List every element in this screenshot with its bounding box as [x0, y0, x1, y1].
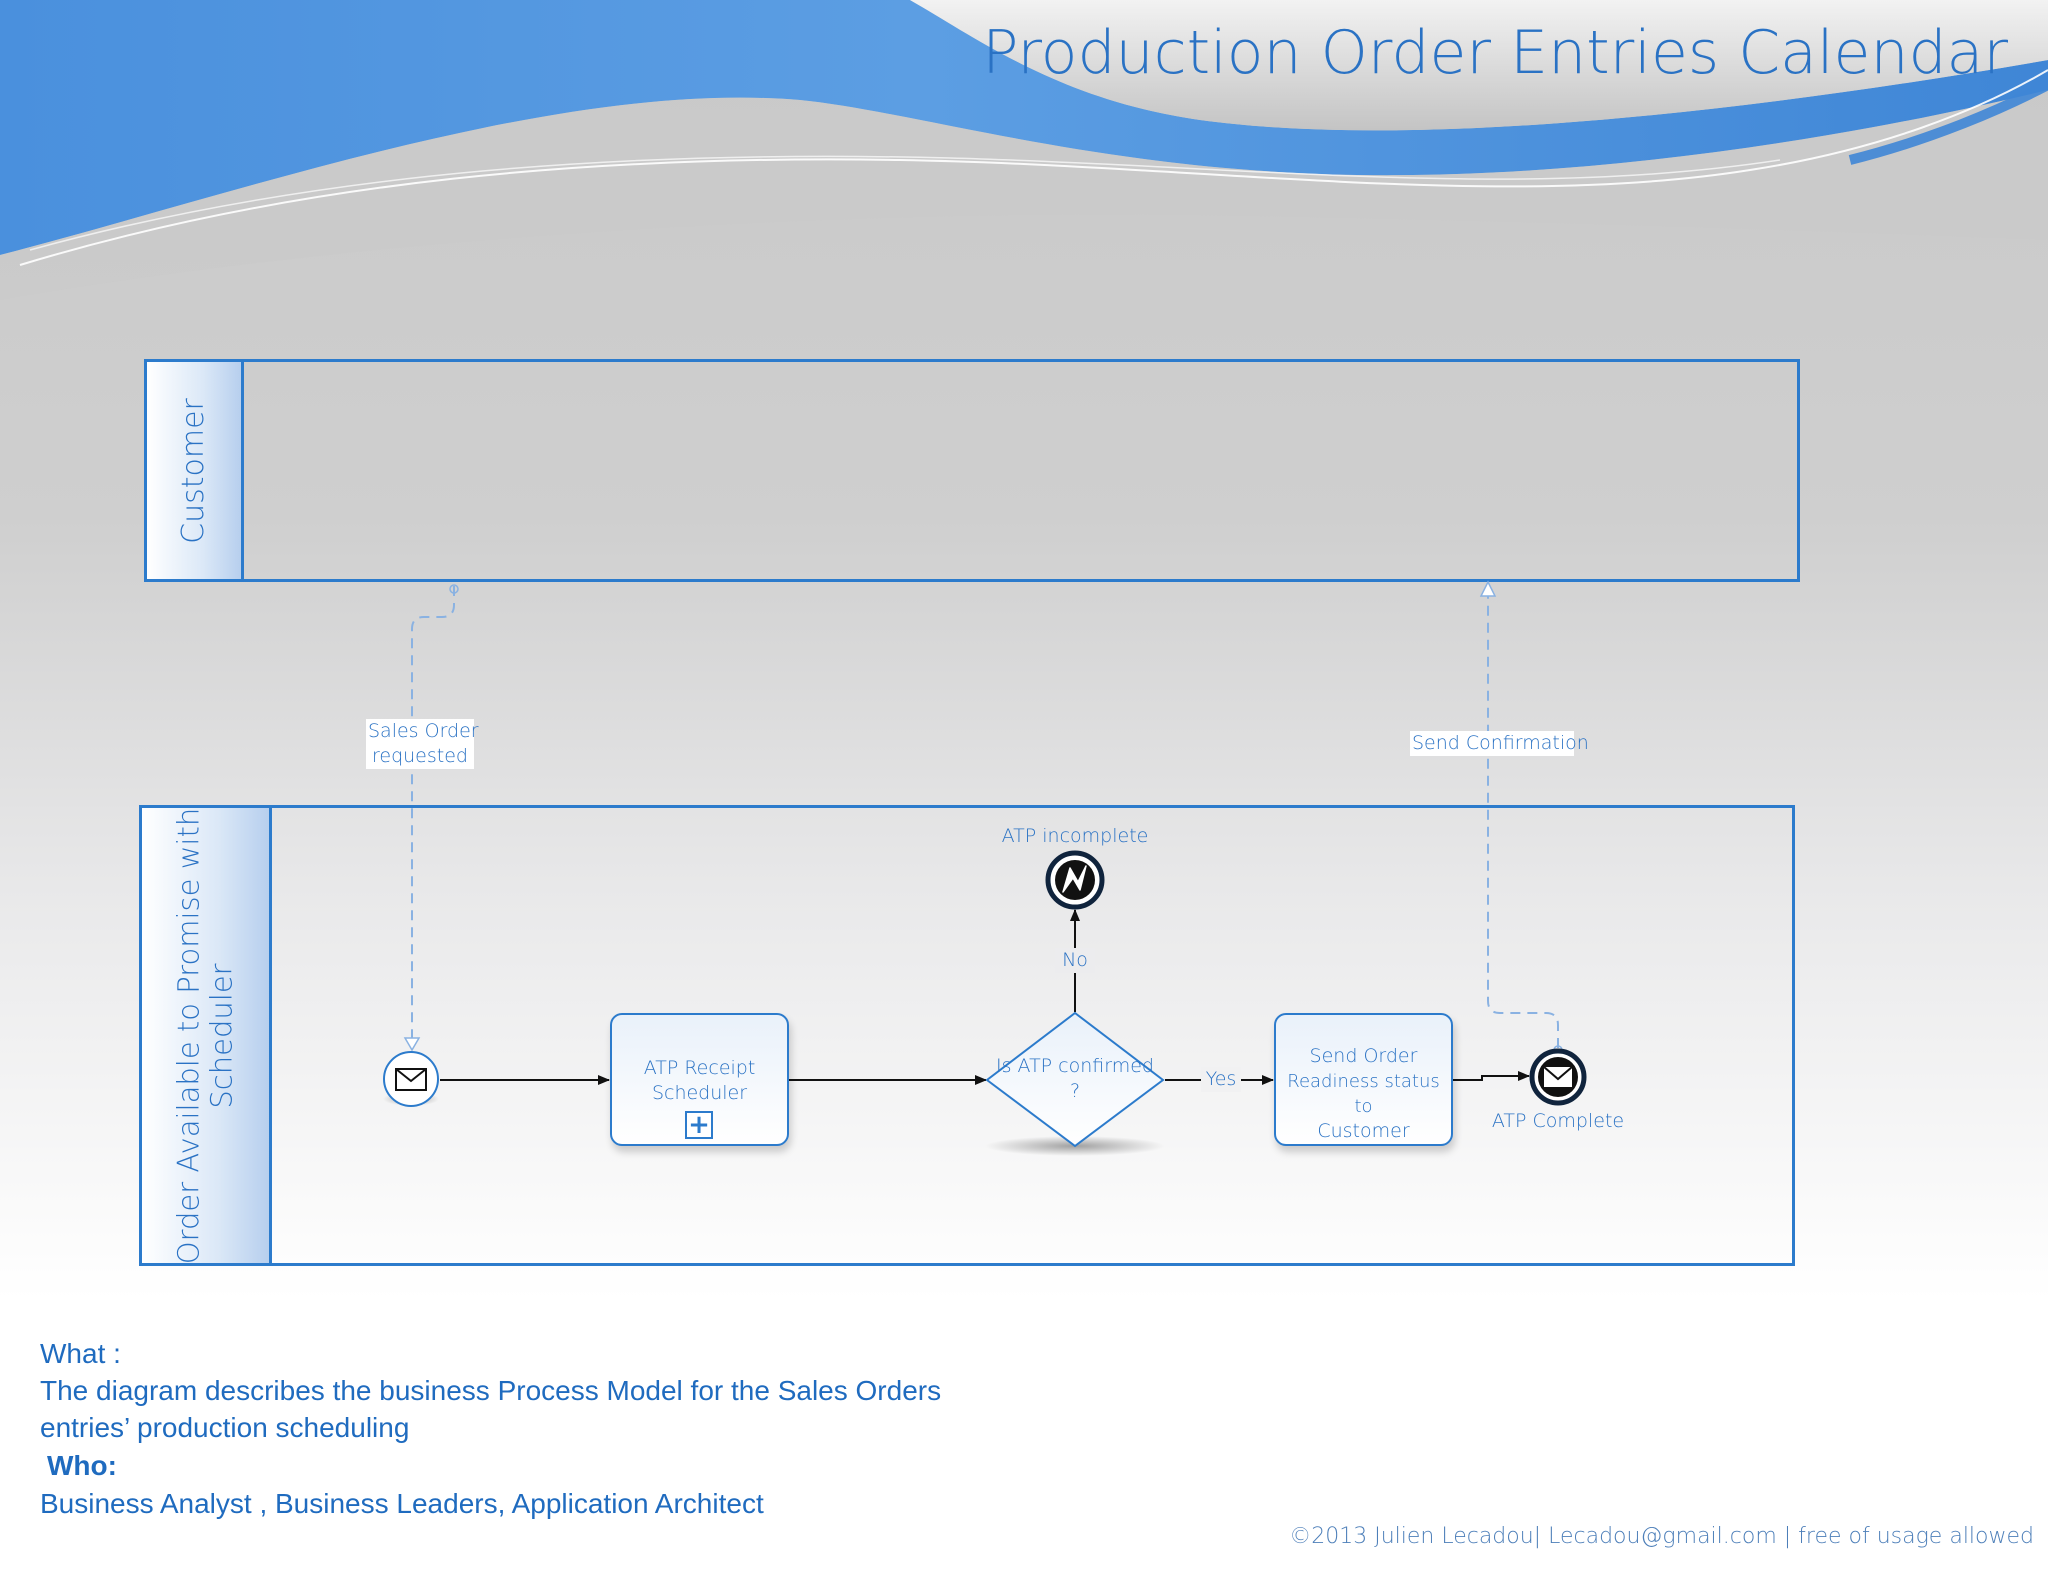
task-send-order-line2: Readiness status to: [1276, 1069, 1451, 1119]
sales-order-label-line1: Sales Order: [368, 719, 472, 744]
task-send-order-line1: Send Order: [1276, 1044, 1451, 1069]
what-heading: What :: [40, 1338, 121, 1370]
atp-incomplete-label: ATP incomplete: [985, 824, 1165, 849]
what-description-line1: The diagram describes the business Proce…: [40, 1375, 941, 1407]
task-atp-receipt-line2: Scheduler: [612, 1081, 787, 1106]
copyright-notice: ©2013 Julien Lecadou| Lecadou@gmail.com …: [1289, 1524, 2034, 1549]
task-atp-receipt-line1: ATP Receipt: [612, 1056, 787, 1081]
task-send-order-readiness[interactable]: Send Order Readiness status to Customer: [1274, 1013, 1453, 1146]
start-message-event: [383, 1052, 439, 1106]
sales-order-label-line2: requested: [368, 744, 472, 769]
task-send-order-label: Send Order Readiness status to Customer: [1276, 1044, 1451, 1144]
who-description: Business Analyst , Business Leaders, App…: [40, 1488, 764, 1520]
envelope-icon: [396, 1069, 426, 1090]
envelope-filled-icon: [1544, 1067, 1572, 1087]
subprocess-expand-icon[interactable]: +: [685, 1111, 713, 1139]
message-flow-send-confirmation: [1481, 582, 1562, 1054]
yes-label: Yes: [1201, 1067, 1241, 1092]
gateway-label: Is ATP confirmed ?: [990, 1054, 1160, 1104]
flow-send-to-end: [1452, 1076, 1529, 1080]
gateway-label-line2: ?: [990, 1079, 1160, 1104]
atp-complete-label: ATP Complete: [1478, 1109, 1638, 1134]
sales-order-label: Sales Order requested: [366, 719, 474, 769]
no-label: No: [1055, 948, 1095, 973]
send-confirmation-label: Send Confirmation: [1410, 731, 1574, 756]
task-atp-receipt-label: ATP Receipt Scheduler: [612, 1056, 787, 1106]
task-send-order-line3: Customer: [1276, 1119, 1451, 1144]
task-atp-receipt-scheduler[interactable]: ATP Receipt Scheduler +: [610, 1013, 789, 1146]
gateway-label-line1: Is ATP confirmed: [990, 1054, 1160, 1079]
message-flow-sales-order: [405, 585, 458, 1050]
what-description-line2: entries’ production scheduling: [40, 1412, 409, 1444]
message-end-event: [1532, 1051, 1584, 1103]
error-end-event: [1048, 853, 1102, 907]
who-heading: Who:: [47, 1450, 117, 1482]
